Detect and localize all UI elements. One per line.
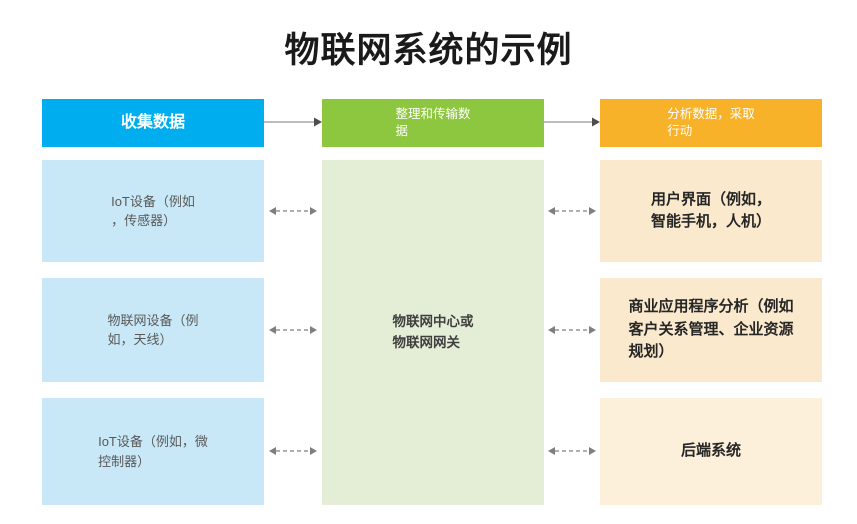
dashed-double-arrow-icon (269, 447, 317, 455)
box-label: IoT设备（例如 ，传感器） (111, 192, 195, 231)
header-organize-transmit-data: 整理和传输数 据 (322, 99, 544, 147)
page-title: 物联网系统的示例 (284, 31, 573, 70)
box-line: 物联网设备（例 (107, 312, 199, 328)
header-line: 整理和传输数 (395, 107, 471, 122)
box-line: 控制器） (98, 453, 151, 469)
box-user-interface: 用户界面（例如， 智能手机，人机） (600, 160, 822, 262)
flow-arrow-right-icon (542, 117, 600, 127)
box-line: IoT设备（例如，微 (98, 434, 208, 449)
box-line: ，传感器） (111, 213, 177, 228)
header-line: 分析数据，采取 (667, 107, 755, 122)
box-label: 商业应用程序分析（例如 客户关系管理、企业资源 规划） (628, 296, 793, 364)
box-label: IoT设备（例如，微 控制器） (98, 432, 208, 471)
box-iot-hub-gateway: 物联网中心或 物联网网关 (322, 160, 544, 505)
header-collect-data-label: 收集数据 (121, 112, 185, 134)
dashed-double-arrow-icon (548, 447, 596, 455)
header-organize-label: 整理和传输数 据 (395, 106, 470, 140)
box-line: 用户界面（例如， (650, 190, 771, 208)
box-line: 物联网网关 (392, 334, 461, 350)
box-line: 后端系统 (680, 442, 741, 460)
box-business-app-analytics: 商业应用程序分析（例如 客户关系管理、企业资源 规划） (600, 278, 822, 382)
box-line: 智能手机，人机） (650, 213, 771, 230)
header-analyze-label: 分析数据，采取 行动 (667, 106, 755, 140)
dashed-double-arrow-icon (269, 326, 317, 334)
dashed-double-arrow-icon (548, 326, 596, 334)
box-line: 如，天线） (107, 332, 173, 347)
box-line: 物联网中心或 (392, 314, 474, 330)
header-collect-data: 收集数据 (42, 99, 264, 147)
header-analyze-act: 分析数据，采取 行动 (600, 99, 822, 147)
box-iot-devices-microcontrollers: IoT设备（例如，微 控制器） (42, 398, 264, 505)
box-backend-systems: 后端系统 (600, 398, 822, 505)
box-label: 后端系统 (681, 440, 741, 463)
dashed-double-arrow-icon (269, 207, 317, 215)
box-iot-devices-antennas: 物联网设备（例 如，天线） (42, 278, 264, 382)
box-line: 规划） (628, 343, 674, 361)
box-line: 商业应用程序分析（例如 (628, 298, 794, 316)
header-line: 行动 (667, 124, 693, 138)
box-label: 物联网中心或 物联网网关 (393, 312, 474, 353)
header-line: 据 (395, 124, 408, 138)
dashed-double-arrow-icon (548, 207, 596, 215)
header-line: 收集数据 (120, 114, 185, 132)
flow-arrow-right-icon (264, 117, 322, 127)
box-iot-devices-sensors: IoT设备（例如 ，传感器） (42, 160, 264, 262)
box-line: 客户关系管理、企业资源 (628, 320, 794, 338)
box-line: IoT设备（例如 (111, 193, 195, 209)
box-label: 物联网设备（例 如，天线） (107, 311, 198, 350)
box-label: 用户界面（例如， 智能手机，人机） (651, 189, 771, 234)
